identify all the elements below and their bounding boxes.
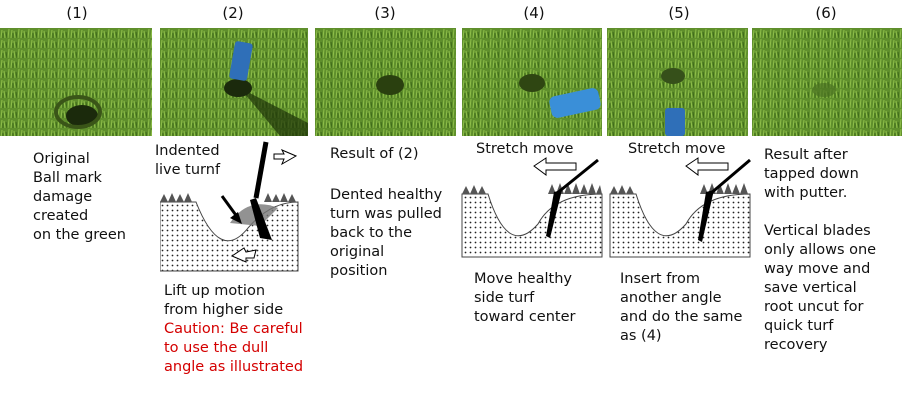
step-5-caption: Insert from another angle and do the sam… [620,271,743,344]
diagram-step-4 [461,157,603,258]
step-4-number: (4) [523,4,545,22]
step-3-caption: Dented healthy turn was pulled back to t… [330,187,443,279]
diagram-step-5 [609,157,751,258]
step-5-number: (5) [668,4,690,22]
step-1-caption: Original Ball mark damage created on the… [33,151,126,243]
photo-result-of-2 [315,28,456,136]
step-2-caution: Caution: Be careful to use the dull angl… [164,321,304,375]
step-4-label: Stretch move [476,141,574,157]
step-2-caption: Lift up motion from higher side [164,283,284,318]
diagram-step-2 [160,141,299,272]
step-5-label: Stretch move [628,141,726,157]
step-4-caption: Move healthy side turf toward center [474,271,576,325]
photo-final-result [752,28,902,136]
step-6-caption: Result after tapped down with putter. Ve… [764,147,877,353]
step-3-number: (3) [374,4,396,22]
photo-stretch-move-4 [462,28,602,136]
photo-original-ball-mark [0,28,152,136]
step-2-label: Indented live turnf [155,143,221,178]
photo-tool-inserted [160,28,308,136]
step-1-number: (1) [66,4,88,22]
photo-stretch-move-5 [607,28,748,136]
step-6-number: (6) [815,4,837,22]
step-2-number: (2) [222,4,244,22]
step-3-caption-top: Result of (2) [330,146,419,162]
